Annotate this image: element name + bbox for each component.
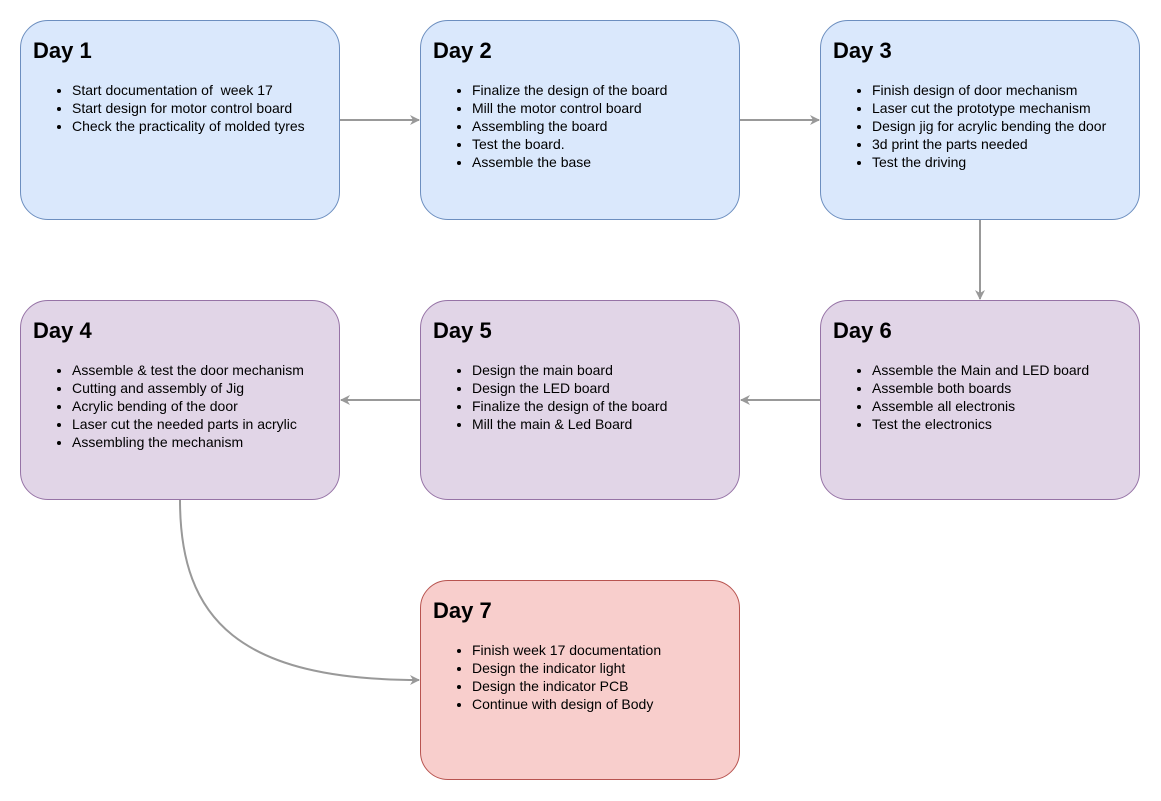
day-1-card: Day 1 Start documentation of week 17 Sta… bbox=[20, 20, 340, 220]
task-item: Test the driving bbox=[872, 153, 1106, 171]
task-item: Start documentation of week 17 bbox=[72, 81, 305, 99]
task-item: 3d print the parts needed bbox=[872, 135, 1106, 153]
day-1-task-list: Start documentation of week 17 Start des… bbox=[72, 81, 305, 135]
day-4-task-list: Assemble & test the door mechanism Cutti… bbox=[72, 361, 304, 451]
task-item: Finalize the design of the board bbox=[472, 81, 667, 99]
task-item: Finish week 17 documentation bbox=[472, 641, 661, 659]
task-item: Assemble & test the door mechanism bbox=[72, 361, 304, 379]
day-4-card: Day 4 Assemble & test the door mechanism… bbox=[20, 300, 340, 500]
day-6-task-list: Assemble the Main and LED board Assemble… bbox=[872, 361, 1089, 433]
task-item: Design the indicator PCB bbox=[472, 677, 661, 695]
task-item: Assembling the board bbox=[472, 117, 667, 135]
day-5-task-list: Design the main board Design the LED boa… bbox=[472, 361, 667, 433]
task-item: Finish design of door mechanism bbox=[872, 81, 1106, 99]
day-7-task-list: Finish week 17 documentation Design the … bbox=[472, 641, 661, 713]
day-3-task-list: Finish design of door mechanism Laser cu… bbox=[872, 81, 1106, 171]
day-4-title: Day 4 bbox=[33, 318, 92, 343]
task-item: Test the board. bbox=[472, 135, 667, 153]
task-item: Assemble both boards bbox=[872, 379, 1089, 397]
day-3-card: Day 3 Finish design of door mechanism La… bbox=[820, 20, 1140, 220]
task-item: Assemble the Main and LED board bbox=[872, 361, 1089, 379]
day-6-card: Day 6 Assemble the Main and LED board As… bbox=[820, 300, 1140, 500]
task-item: Check the practicality of molded tyres bbox=[72, 117, 305, 135]
task-item: Laser cut the needed parts in acrylic bbox=[72, 415, 304, 433]
day-3-title: Day 3 bbox=[833, 38, 892, 63]
day-7-card: Day 7 Finish week 17 documentation Desig… bbox=[420, 580, 740, 780]
day-2-title: Day 2 bbox=[433, 38, 492, 63]
task-item: Design the indicator light bbox=[472, 659, 661, 677]
task-item: Mill the main & Led Board bbox=[472, 415, 667, 433]
day-5-title: Day 5 bbox=[433, 318, 492, 343]
task-item: Assemble the base bbox=[472, 153, 667, 171]
day-2-card: Day 2 Finalize the design of the board M… bbox=[420, 20, 740, 220]
task-item: Finalize the design of the board bbox=[472, 397, 667, 415]
task-item: Start design for motor control board bbox=[72, 99, 305, 117]
day-5-card: Day 5 Design the main board Design the L… bbox=[420, 300, 740, 500]
day-1-title: Day 1 bbox=[33, 38, 92, 63]
task-item: Mill the motor control board bbox=[472, 99, 667, 117]
task-item: Design jig for acrylic bending the door bbox=[872, 117, 1106, 135]
task-item: Cutting and assembly of Jig bbox=[72, 379, 304, 397]
task-item: Assembling the mechanism bbox=[72, 433, 304, 451]
task-item: Acrylic bending of the door bbox=[72, 397, 304, 415]
task-item: Continue with design of Body bbox=[472, 695, 661, 713]
task-item: Design the main board bbox=[472, 361, 667, 379]
day-2-task-list: Finalize the design of the board Mill th… bbox=[472, 81, 667, 171]
day-6-title: Day 6 bbox=[833, 318, 892, 343]
task-item: Assemble all electronis bbox=[872, 397, 1089, 415]
task-item: Design the LED board bbox=[472, 379, 667, 397]
connector-day4-to-day7 bbox=[179, 499, 420, 685]
task-item: Laser cut the prototype mechanism bbox=[872, 99, 1106, 117]
day-7-title: Day 7 bbox=[433, 598, 492, 623]
task-item: Test the electronics bbox=[872, 415, 1089, 433]
